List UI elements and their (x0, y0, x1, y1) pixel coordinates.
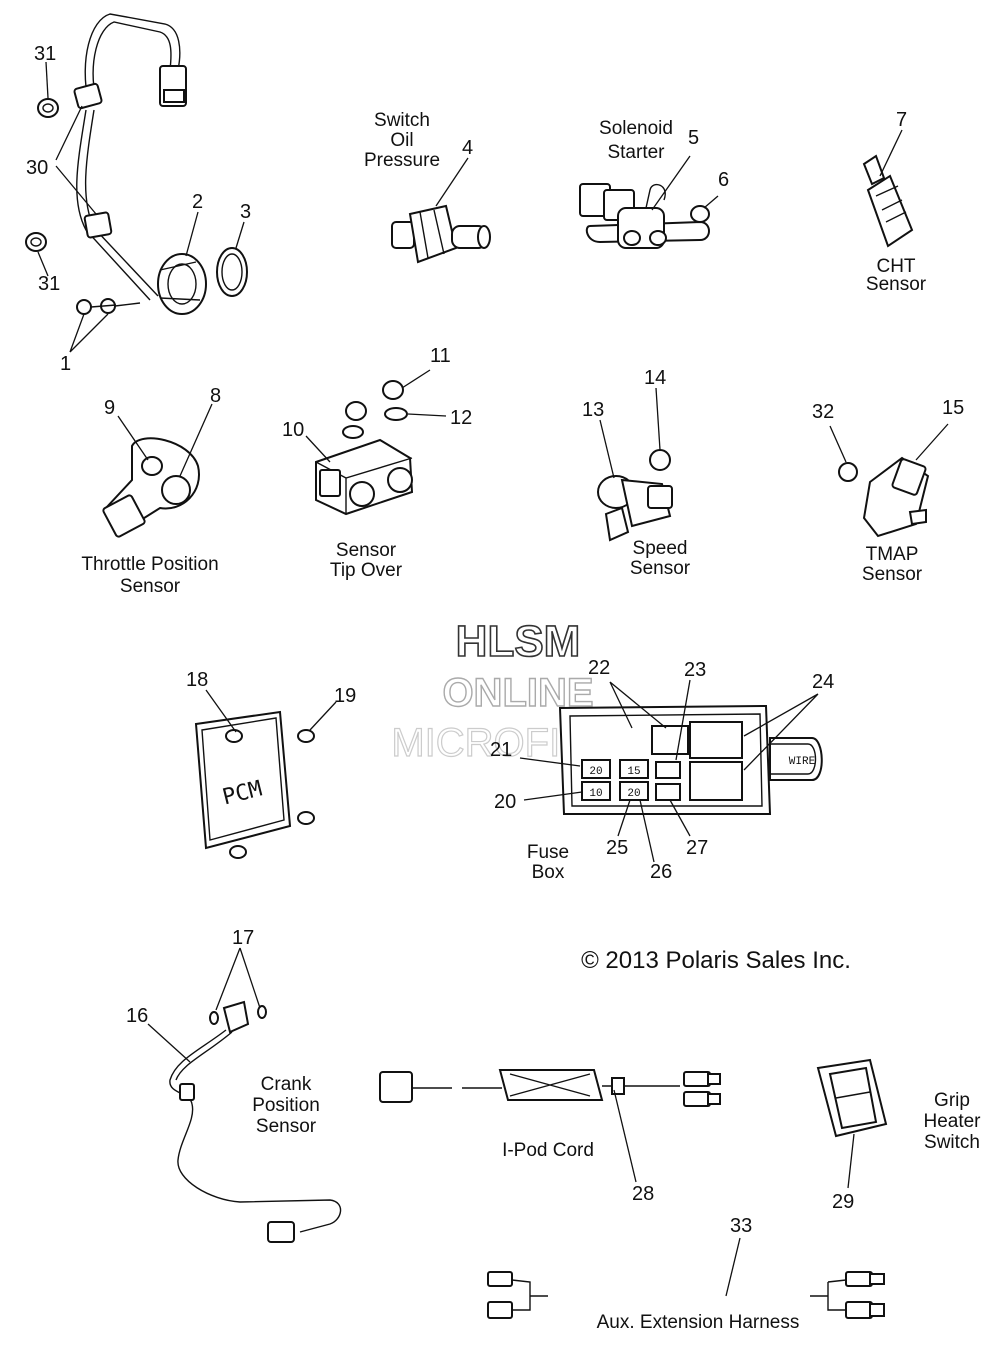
label-tmap-sensor: Sensor (862, 564, 923, 585)
grip-heater-switch (816, 1058, 888, 1189)
label-box: Box (532, 862, 565, 883)
callout-31-top: 31 (34, 43, 56, 65)
callout-17: 17 (232, 927, 254, 949)
label-throttle-sensor: Sensor (120, 576, 181, 597)
callout-15: 15 (942, 397, 964, 419)
callout-2: 2 (192, 191, 203, 213)
label-crank-sensor: Sensor (256, 1116, 317, 1137)
callout-11: 11 (430, 345, 451, 367)
label-sensor: Sensor (336, 540, 397, 561)
callout-9: 9 (104, 397, 115, 419)
oil-pressure-switch (391, 157, 491, 264)
label-oil: Oil (390, 130, 413, 151)
callout-24: 24 (812, 671, 834, 693)
callout-21: 21 (490, 739, 512, 761)
callout-30: 30 (26, 157, 48, 179)
label-crank: Crank (261, 1074, 312, 1095)
label-cht: CHT (876, 256, 915, 277)
callout-31-bottom: 31 (38, 273, 60, 295)
label-switch-grip: Switch (924, 1132, 980, 1153)
callout-14: 14 (644, 367, 666, 389)
watermark-line-1: HLSM (456, 617, 581, 666)
aux-extension-harness (487, 1237, 885, 1319)
callout-28: 28 (632, 1183, 654, 1205)
label-speed: Speed (633, 538, 688, 559)
callout-7: 7 (896, 109, 907, 131)
callout-25: 25 (606, 837, 628, 859)
callout-6: 6 (718, 169, 729, 191)
label-tip-over: Tip Over (330, 560, 403, 581)
callout-26: 26 (650, 861, 672, 883)
fuse-20-bottom: 20 (627, 788, 640, 800)
label-position: Position (252, 1095, 320, 1116)
callout-4: 4 (462, 137, 473, 159)
callout-27: 27 (686, 837, 708, 859)
ipod-cord (379, 1069, 721, 1183)
fuse-20-top: 20 (589, 766, 602, 778)
callout-1: 1 (60, 353, 71, 375)
fuse-box (519, 679, 823, 863)
wire-tag: WIRE (789, 756, 816, 768)
label-fuse: Fuse (527, 842, 569, 863)
label-solenoid: Solenoid (599, 118, 673, 139)
callout-10: 10 (282, 419, 304, 441)
label-aux-extension-harness: Aux. Extension Harness (597, 1312, 800, 1333)
cht-sensor (862, 129, 914, 248)
starter-solenoid (579, 155, 719, 249)
copyright: © 2013 Polaris Sales Inc. (581, 947, 851, 974)
crank-position-sensor (147, 947, 342, 1243)
speed-sensor (597, 387, 673, 542)
throttle-position-sensor (102, 403, 213, 538)
callout-19: 19 (334, 685, 356, 707)
callout-3: 3 (240, 201, 251, 223)
tmap-sensor (829, 423, 949, 538)
callout-33: 33 (730, 1215, 752, 1237)
callout-22: 22 (588, 657, 610, 679)
callout-29: 29 (832, 1191, 854, 1213)
callout-8: 8 (210, 385, 221, 407)
callout-20: 20 (494, 791, 516, 813)
label-switch: Switch (374, 110, 430, 131)
fuse-15: 15 (627, 766, 640, 778)
label-speed-sensor: Sensor (630, 558, 691, 579)
callout-18: 18 (186, 669, 208, 691)
callout-16: 16 (126, 1005, 148, 1027)
harness-sensor-assembly (25, 13, 248, 353)
label-ipod-cord: I-Pod Cord (502, 1140, 594, 1161)
label-pressure: Pressure (364, 150, 440, 171)
callout-32: 32 (812, 401, 834, 423)
label-heater: Heater (923, 1111, 981, 1132)
label-starter: Starter (607, 142, 665, 163)
fuse-10: 10 (589, 788, 602, 800)
tip-over-sensor (305, 369, 447, 516)
callout-13: 13 (582, 399, 604, 421)
label-throttle-position: Throttle Position (81, 554, 218, 575)
callout-12: 12 (450, 407, 472, 429)
label-cht-sensor: Sensor (866, 274, 927, 295)
callout-23: 23 (684, 659, 706, 681)
callout-5: 5 (688, 127, 699, 149)
pcm-module (194, 689, 337, 859)
label-grip: Grip (934, 1090, 970, 1111)
label-tmap: TMAP (866, 544, 919, 565)
